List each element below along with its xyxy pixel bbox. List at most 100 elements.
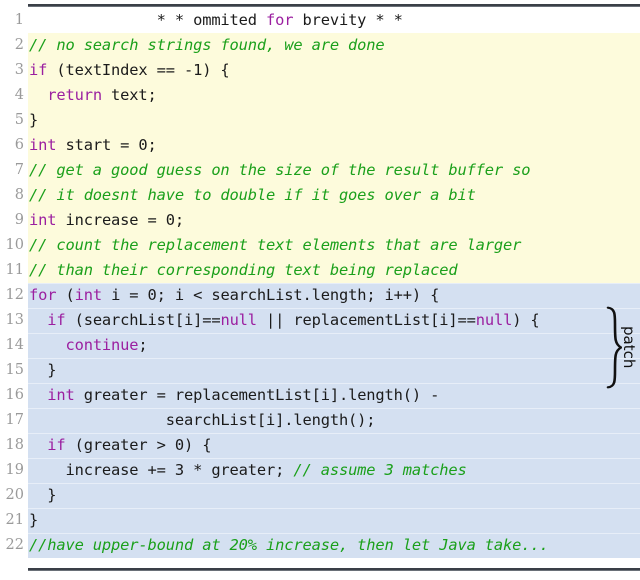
line-number: 21 <box>0 508 24 533</box>
token-kw: for <box>266 11 294 29</box>
code-text[interactable]: if (textIndex == -1) { <box>28 58 640 83</box>
code-text[interactable]: //have upper-bound at 20% increase, then… <box>28 533 640 558</box>
token-kw: if <box>47 311 66 329</box>
token-kw: return <box>47 86 102 104</box>
gutter-gap <box>24 383 28 408</box>
line-number: 8 <box>0 183 24 208</box>
code-lines: 1 * * ommited for brevity * *2// no sear… <box>0 8 640 558</box>
code-text[interactable]: if (greater > 0) { <box>28 433 640 458</box>
token-txt <box>29 311 47 329</box>
code-text[interactable]: * * ommited for brevity * * <box>28 8 640 33</box>
token-kw: int <box>29 211 57 229</box>
token-txt: (searchList[i]== <box>65 311 221 329</box>
code-line: 19 increase += 3 * greater; // assume 3 … <box>0 458 640 483</box>
code-line: 2 // no search strings found, we are done <box>0 33 640 58</box>
code-line: 18 if (greater > 0) { <box>0 433 640 458</box>
token-kw: null <box>475 311 513 329</box>
line-number: 10 <box>0 233 24 258</box>
token-txt: ; <box>138 336 148 354</box>
line-number: 15 <box>0 358 24 383</box>
token-txt: * * ommited <box>29 11 267 29</box>
code-text[interactable]: // no search strings found, we are done <box>28 33 640 58</box>
token-txt: i = 0; i < searchList.length; i++) { <box>101 286 440 304</box>
gutter-gap <box>24 433 28 458</box>
token-txt: } <box>29 511 39 529</box>
code-text[interactable]: for (int i = 0; i < searchList.length; i… <box>28 283 640 308</box>
token-kw: if <box>47 436 66 454</box>
line-number: 1 <box>0 8 24 33</box>
gutter-gap <box>24 83 28 108</box>
token-txt: increase += 3 * greater; <box>29 461 294 479</box>
line-number: 18 <box>0 433 24 458</box>
bottom-rule <box>28 568 640 571</box>
code-text[interactable]: // than their corresponding text being r… <box>28 258 640 283</box>
gutter-gap <box>24 33 28 58</box>
token-txt: ) { <box>512 311 540 329</box>
code-line: 16 int greater = replacementList[i].leng… <box>0 383 640 408</box>
code-text[interactable]: return text; <box>28 83 640 108</box>
gutter-gap <box>24 483 28 508</box>
code-text[interactable]: if (searchList[i]== null || replacementLi… <box>28 308 640 333</box>
code-text[interactable]: } <box>28 108 640 133</box>
code-line: 14 continue; <box>0 333 640 358</box>
code-line: 10// count the replacement text elements… <box>0 233 640 258</box>
token-cmt: // no search strings found, we are done <box>29 36 385 54</box>
token-txt: greater = replacementList[i].length() - <box>74 386 440 404</box>
code-text[interactable]: int start = 0; <box>28 133 640 158</box>
code-line: 17 searchList[i].length(); <box>0 408 640 433</box>
code-text[interactable]: } <box>28 483 640 508</box>
gutter-gap <box>24 158 28 183</box>
code-line: 8// it doesnt have to double if it goes … <box>0 183 640 208</box>
line-number: 17 <box>0 408 24 433</box>
code-text[interactable]: // get a good guess on the size of the r… <box>28 158 640 183</box>
token-txt: start = 0; <box>56 136 157 154</box>
token-kw: if <box>29 61 48 79</box>
line-number: 2 <box>0 33 24 58</box>
gutter-gap <box>24 208 28 233</box>
code-text[interactable]: continue; <box>28 333 640 358</box>
token-kw: continue <box>65 336 139 354</box>
code-text[interactable]: increase += 3 * greater; // assume 3 mat… <box>28 458 640 483</box>
token-kw: for <box>29 286 57 304</box>
code-text[interactable]: int increase = 0; <box>28 208 640 233</box>
token-txt: brevity * * <box>293 11 403 29</box>
token-txt: || replacementList[i]== <box>256 311 476 329</box>
token-txt <box>29 336 65 354</box>
token-kw: int <box>74 286 103 304</box>
token-txt: ( <box>56 286 75 304</box>
line-number: 5 <box>0 108 24 133</box>
code-text[interactable]: // count the replacement text elements t… <box>28 233 640 258</box>
gutter-gap <box>24 108 28 133</box>
line-number: 19 <box>0 458 24 483</box>
code-text[interactable]: } <box>28 508 640 533</box>
code-text[interactable]: int greater = replacementList[i].length(… <box>28 383 640 408</box>
gutter-gap <box>24 183 28 208</box>
line-number: 14 <box>0 333 24 358</box>
token-txt: text; <box>101 86 157 104</box>
token-txt <box>29 386 47 404</box>
code-text[interactable]: } <box>28 358 640 383</box>
code-text[interactable]: searchList[i].length(); <box>28 408 640 433</box>
token-txt: (greater > 0) { <box>65 436 212 454</box>
token-txt <box>29 86 47 104</box>
line-number: 7 <box>0 158 24 183</box>
gutter-gap <box>24 358 28 383</box>
gutter-gap <box>24 458 28 483</box>
gutter-gap <box>24 333 28 358</box>
line-number: 22 <box>0 533 24 558</box>
code-text[interactable]: // it doesnt have to double if it goes o… <box>28 183 640 208</box>
gutter-gap <box>24 283 28 308</box>
line-number: 13 <box>0 308 24 333</box>
token-cmt: //have upper-bound at 20% increase, then… <box>29 536 549 554</box>
token-txt: searchList[i].length(); <box>29 411 376 429</box>
line-number: 3 <box>0 58 24 83</box>
gutter-gap <box>24 133 28 158</box>
gutter-gap <box>24 233 28 258</box>
token-cmt: // assume 3 matches <box>293 461 467 479</box>
token-txt: increase = 0; <box>56 211 184 229</box>
code-line: 7// get a good guess on the size of the … <box>0 158 640 183</box>
